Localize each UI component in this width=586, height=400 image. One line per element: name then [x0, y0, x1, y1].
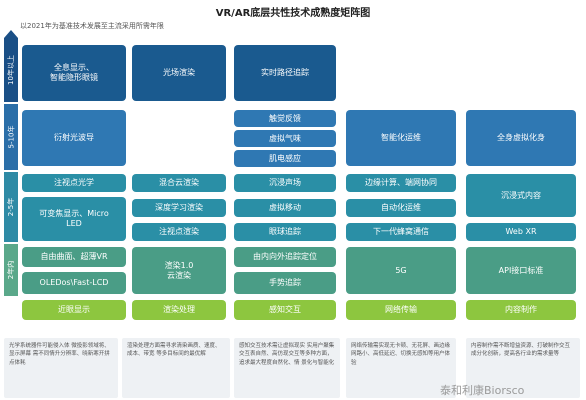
box-immersive-content: 沉浸式内容 — [466, 174, 576, 217]
box-freeform-vr: 自由曲面、超薄VR — [22, 247, 126, 267]
band-5-10: 5-10年 — [4, 104, 18, 170]
box-edge-computing: 边缘计算、端网协同 — [346, 174, 456, 192]
box-varifocal-display: 可变焦显示、Micro LED — [22, 197, 126, 241]
desc-perception-interaction: 感知交互技术需让虚拟现实 实用户聚集交互表自然、高仿现交互等多种方面，追求最大程… — [234, 338, 340, 398]
box-holographic-display: 全息显示、 智能隐形眼镜 — [22, 45, 126, 101]
desc-rendering: 渲染处理方面需寻求清染画质、速度、成本、带宽 等多目标间的最优解 — [122, 338, 230, 398]
category-network-transmission: 网络传输 — [346, 300, 456, 320]
page-subtitle: 以2021年为基准技术发展至主流采用所需年限 — [20, 22, 164, 30]
box-deep-learning-rendering: 深度学习渲染 — [132, 199, 226, 217]
box-full-body-avatar: 全身虚拟化身 — [466, 110, 576, 166]
category-rendering: 渲染处理 — [132, 300, 226, 320]
box-cloud-rendering: 渲染1.0 云渲染 — [132, 247, 226, 294]
box-haptic-feedback: 触觉反馈 — [234, 110, 336, 127]
box-next-gen-cellular: 下一代蜂窝通信 — [346, 223, 456, 241]
watermark-text: 泰和利康Biorsco — [440, 384, 525, 397]
box-diffractive-waveguide: 衍射光波导 — [22, 110, 126, 166]
category-perception-interaction: 感知交互 — [234, 300, 336, 320]
box-5g: 5G — [346, 247, 456, 294]
box-intelligent-ops: 智能化运维 — [346, 110, 456, 166]
desc-network-transmission: 网络传输需实现无卡顿、无花屏、画边缘网路小、高低延迟、切换无感知等用户体验 — [346, 338, 456, 398]
axis-arrow-icon — [4, 30, 18, 38]
desc-near-eye-display: 光学系统器件可能侵入体 微投影领域将、显示屏幕 需不同情升分辨率、晓新寒开拼点体… — [4, 338, 118, 398]
box-virtual-smell: 虚拟气味 — [234, 130, 336, 147]
box-hybrid-cloud-rendering: 混合云渲染 — [132, 174, 226, 192]
box-api-standard: API接口标准 — [466, 247, 576, 294]
box-web-xr: Web XR — [466, 223, 576, 241]
category-content-creation: 内容制作 — [466, 300, 576, 320]
desc-content-creation: 内容制作需不断增益资源、打破制作交互成分化创新，提高各行业的需求量等 — [466, 338, 580, 398]
box-eye-tracking: 眼球追踪 — [234, 223, 336, 241]
band-within-2: 2年内 — [4, 244, 18, 296]
box-foveated-optics: 注视点光学 — [22, 174, 126, 192]
band-2-5: 2-5年 — [4, 172, 18, 242]
box-automated-ops: 自动化运维 — [346, 199, 456, 217]
box-virtual-locomotion: 虚拟移动 — [234, 199, 336, 217]
band-10plus: 10年以上 — [4, 38, 18, 102]
box-realtime-path-tracing: 实时路径追踪 — [234, 45, 336, 101]
page-title: VR/AR底层共性技术成熟度矩阵图 — [215, 8, 371, 19]
box-immersive-soundfield: 沉浸声场 — [234, 174, 336, 192]
category-near-eye-display: 近眼显示 — [22, 300, 126, 320]
box-foveated-rendering: 注视点渲染 — [132, 223, 226, 241]
box-emg-sensing: 肌电感应 — [234, 150, 336, 167]
box-light-field-rendering: 光场渲染 — [132, 45, 226, 101]
box-gesture-tracking: 手势追踪 — [234, 272, 336, 294]
box-oledos: OLEDos\Fast-LCD — [22, 272, 126, 294]
box-inside-out-tracking: 由内向外追踪定位 — [234, 247, 336, 267]
